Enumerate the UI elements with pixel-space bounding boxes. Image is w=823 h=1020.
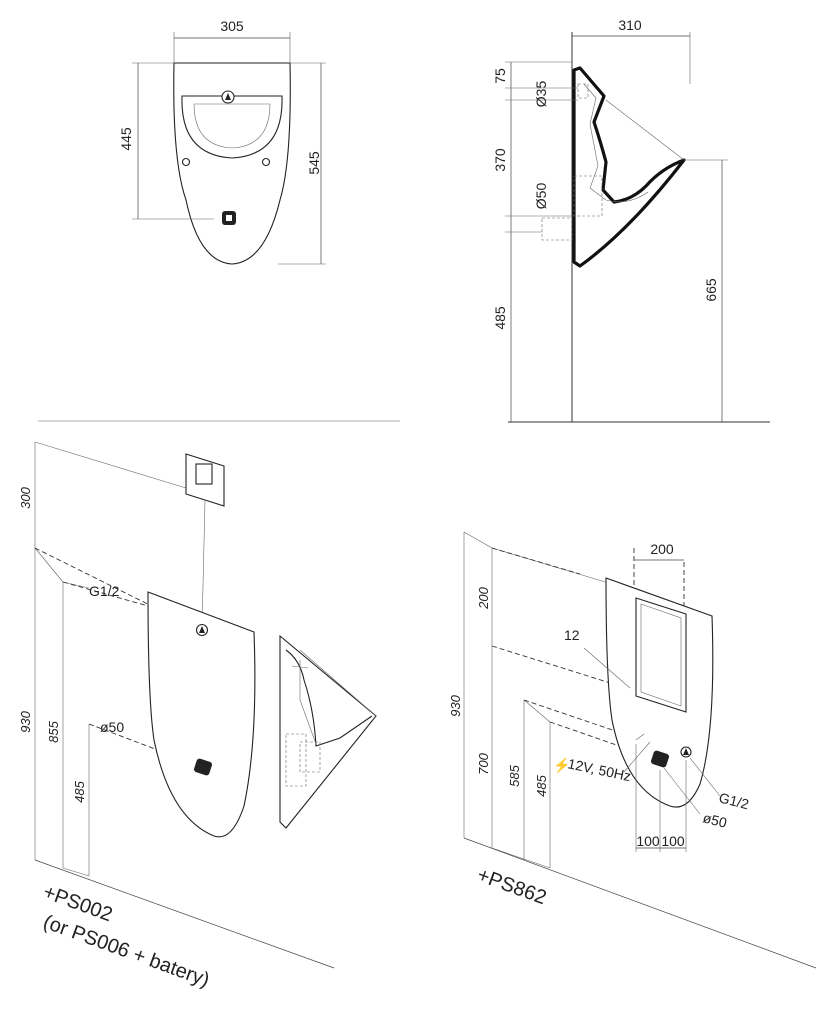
- inlet-arrow-icon: [225, 93, 231, 100]
- outlet-icon-left: [194, 758, 212, 776]
- side-view: 310 75 Ø35 370 Ø50 485 665: [492, 17, 770, 423]
- floor-left: [34, 859, 335, 969]
- left-inlet-thread-label: G1/2: [89, 583, 120, 599]
- side-inlet-diameter-label: Ø35: [533, 81, 549, 108]
- front-height-total-label: 545: [306, 151, 322, 175]
- floor-right: [463, 837, 817, 969]
- right-inlet-thread-label: G1/2: [717, 789, 751, 812]
- urinal-left-outline: [147, 591, 256, 838]
- right-power-label: 12V, 50Hz: [566, 755, 632, 784]
- right-h-top-label: 200: [476, 586, 491, 609]
- left-h-total-label: 930: [18, 710, 33, 732]
- right-h-total-label: 930: [448, 694, 463, 716]
- left-h-inlet-label: 855: [46, 720, 61, 742]
- right-h-power-label: 700: [476, 752, 491, 774]
- sensor-window: [635, 597, 687, 713]
- right-kit-label: +PS862: [474, 864, 549, 909]
- left-outlet-diameter-label: ø50: [100, 719, 124, 735]
- power-icon: ⚡: [553, 757, 570, 774]
- mounting-hole-left: [181, 157, 191, 167]
- urinal-side-inner: [583, 83, 649, 203]
- right-offset-b-label: 100: [661, 833, 685, 849]
- right-sensor-width-label: 200: [650, 541, 674, 557]
- front-width-label: 305: [220, 18, 244, 34]
- side-d2-label: 370: [492, 148, 508, 172]
- right-gap-label: 12: [564, 627, 580, 643]
- side-depth-label: 310: [618, 17, 642, 33]
- front-height-inner-label: 445: [118, 127, 134, 151]
- mounting-hole-right: [261, 157, 271, 167]
- urinal-front-bowl: [181, 95, 283, 159]
- left-h-outlet-label: 485: [72, 780, 87, 802]
- side-d1-label: 75: [492, 68, 508, 84]
- front-view: 305 445 545: [118, 18, 326, 265]
- right-h-outlet-label: 485: [534, 774, 549, 796]
- urinal-side-profile: [572, 66, 686, 268]
- side-d3-label: 485: [492, 306, 508, 330]
- install-right: 200 12 ⚡ 12V, 50Hz G1/2 ø50 100 100 200 …: [448, 531, 817, 969]
- urinal-front-bowl-inner: [193, 103, 271, 149]
- flush-button-icon: [195, 463, 213, 485]
- waste-pipe: [541, 217, 573, 241]
- right-outlet-diameter-label: ø50: [701, 809, 728, 830]
- outlet-fitting: [573, 175, 603, 217]
- side-rim-label: 665: [703, 278, 719, 302]
- inlet-fitting: [577, 83, 589, 99]
- left-kit-note: (or PS006 + batery): [40, 911, 212, 992]
- right-h-inlet-label: 585: [507, 764, 522, 786]
- right-offset-a-label: 100: [636, 833, 660, 849]
- outlet-icon-right: [651, 750, 669, 768]
- install-left: 300 930 855 485 G1/2 ø50 +PS002 (or PS00…: [18, 441, 377, 992]
- left-h-panel-label: 300: [18, 486, 33, 508]
- side-outlet-diameter-label: Ø50: [533, 183, 549, 210]
